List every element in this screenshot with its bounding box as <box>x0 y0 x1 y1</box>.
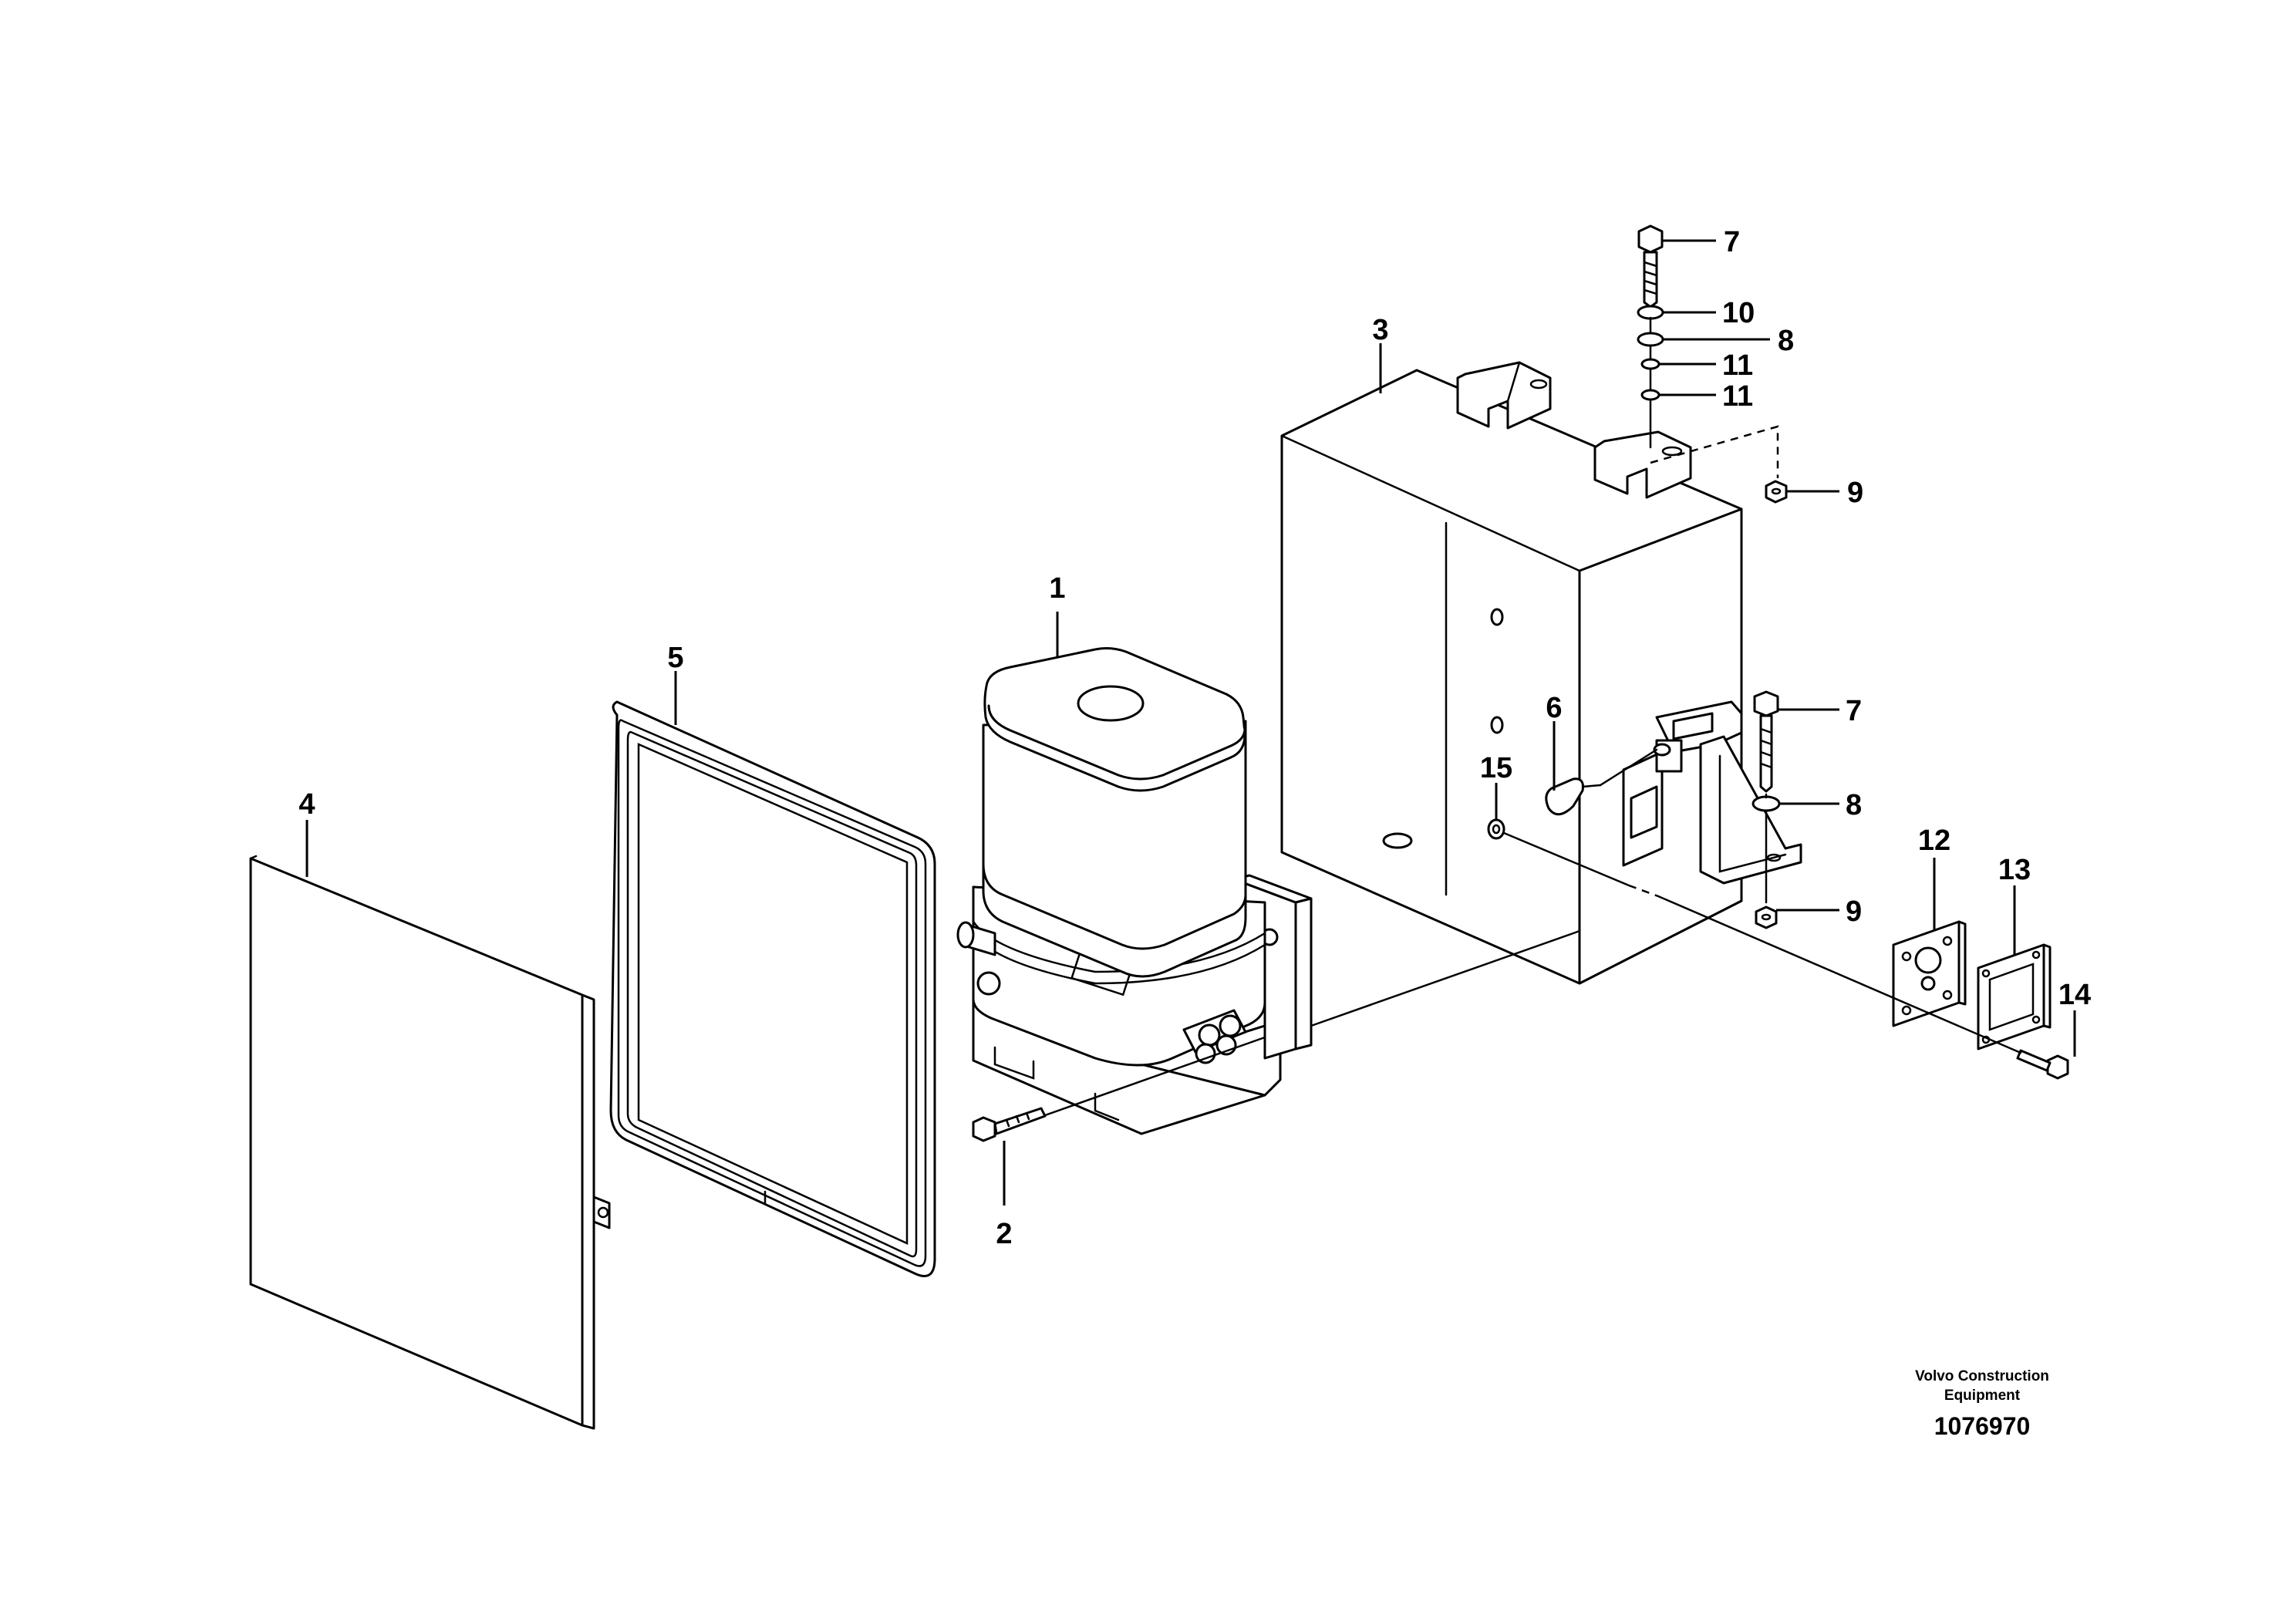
screw-2 <box>972 1107 1047 1142</box>
washer-10 <box>1637 305 1664 320</box>
side-bolt-7 <box>1753 690 1779 793</box>
gasket-frame <box>609 700 936 1277</box>
callout-label-10: 10 <box>1722 297 1755 329</box>
top-bolt-7 <box>1637 224 1664 309</box>
callout-9-side: 9 <box>1776 895 1862 928</box>
washer-11b <box>1640 389 1660 401</box>
callout-label-11-a: 11 <box>1722 349 1753 382</box>
caption-line-1: Volvo Construction <box>1915 1368 2049 1384</box>
side-washer-8 <box>1752 795 1781 812</box>
callout-label-7-side: 7 <box>1846 695 1862 727</box>
caption-line-2: Equipment <box>1944 1388 2021 1404</box>
callout-label-6: 6 <box>1546 692 1562 724</box>
callout-label-13: 13 <box>1998 854 2031 886</box>
washer-11a <box>1640 358 1660 370</box>
callout-2: 2 <box>996 1141 1013 1250</box>
callout-label-15: 15 <box>1480 752 1512 784</box>
assembly-lines <box>1043 831 2022 1117</box>
callout-1: 1 <box>1049 572 1066 657</box>
callout-label-3: 3 <box>1372 314 1388 346</box>
callout-label-12: 12 <box>1918 824 1950 857</box>
callout-8-side: 8 <box>1779 789 1862 821</box>
plate-12 <box>1892 920 1967 1027</box>
callout-label-8-top: 8 <box>1778 325 1794 357</box>
callout-12: 12 <box>1918 824 1950 929</box>
callout-label-4: 4 <box>298 788 315 821</box>
lubrication-pump <box>956 647 1313 1135</box>
side-nut-9 <box>1755 905 1778 929</box>
callout-label-5: 5 <box>667 642 683 674</box>
callout-6: 6 <box>1546 692 1563 791</box>
callout-4: 4 <box>298 788 315 877</box>
gasket-13 <box>1977 943 2052 1050</box>
document-number: 1076970 <box>1934 1412 2031 1440</box>
callout-label-9-side: 9 <box>1846 895 1862 928</box>
protective-box <box>1280 361 1802 985</box>
callout-13: 13 <box>1998 854 2031 955</box>
callout-label-11-b: 11 <box>1722 380 1753 413</box>
callout-label-2: 2 <box>996 1218 1012 1250</box>
manufacturer-caption: Volvo Construction Equipment 1076970 <box>1915 1368 2049 1440</box>
callout-11-a: 11 <box>1659 349 1753 382</box>
callout-15: 15 <box>1480 752 1512 820</box>
callout-14: 14 <box>2058 979 2091 1057</box>
callout-9-top: 9 <box>1786 477 1863 509</box>
cover-plate <box>249 855 611 1430</box>
callout-label-8-side: 8 <box>1846 789 1862 821</box>
washer-8 <box>1637 332 1664 347</box>
callout-label-9-top: 9 <box>1847 477 1863 509</box>
callout-3: 3 <box>1372 314 1389 393</box>
callout-label-7-top: 7 <box>1724 226 1740 258</box>
callout-8-top: 8 <box>1663 325 1794 357</box>
screw-14 <box>2016 1049 2069 1080</box>
callout-5: 5 <box>667 642 684 725</box>
callout-10: 10 <box>1663 297 1755 329</box>
callout-label-1: 1 <box>1049 572 1065 605</box>
callout-7-top: 7 <box>1662 226 1740 258</box>
callout-label-14: 14 <box>2058 979 2091 1011</box>
callout-11-b: 11 <box>1659 380 1753 413</box>
top-nut-9 <box>1765 480 1788 504</box>
callout-7-side: 7 <box>1778 695 1862 727</box>
